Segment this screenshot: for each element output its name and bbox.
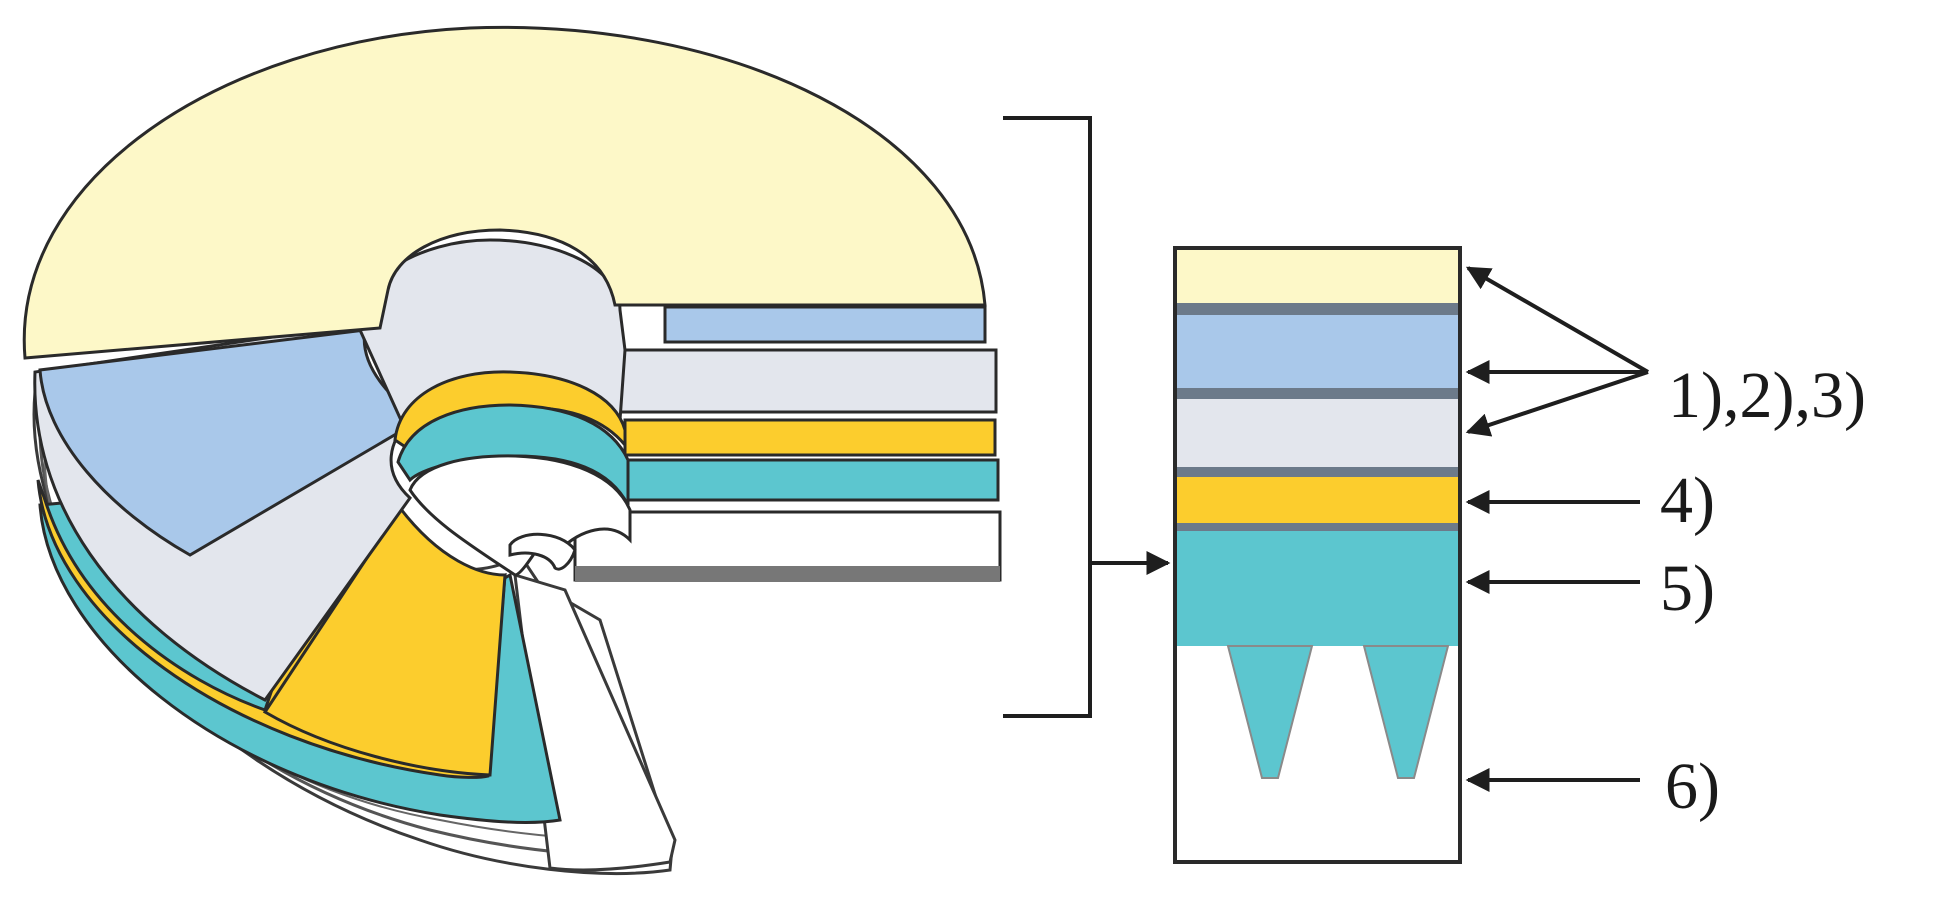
label-layer-4: 4): [1660, 464, 1715, 537]
layer-callouts: 1),2),3) 4) 5) 6): [1465, 266, 1866, 823]
section-sep-1: [1175, 303, 1460, 315]
edge-dye: [623, 418, 997, 457]
label-layer-6: 6): [1665, 750, 1720, 823]
edge-reflective: [663, 305, 987, 344]
edge-protective: [598, 348, 998, 414]
arrow-to-layer-1: [1465, 266, 1650, 374]
label-layer-5: 5): [1660, 552, 1715, 625]
disc-dye-wedge: [262, 505, 507, 777]
disc-label-layer: [22, 25, 987, 360]
disc-hub: [357, 238, 632, 577]
disc-cutaway-illustration: [22, 25, 1002, 875]
section-pits: [1226, 645, 1450, 779]
zoom-bracket: [1003, 116, 1171, 718]
section-dye-layer: [1175, 477, 1460, 523]
section-sep-3: [1175, 467, 1460, 477]
disc-layer-edges: [573, 305, 1002, 582]
section-outline: [1173, 246, 1462, 864]
section-label-layer: [1175, 248, 1460, 303]
hub-hole: [408, 454, 632, 577]
section-protective-layer: [1175, 399, 1460, 467]
section-sep-2: [1175, 388, 1460, 399]
disc-reflective-layer: [38, 328, 423, 557]
bracket-line: [1003, 116, 1092, 718]
section-substrate-layer: [1175, 531, 1460, 646]
label-layers-1-2-3: 1),2),3): [1668, 359, 1866, 432]
edge-substrate: [623, 458, 1000, 502]
hub-inner-notch: [508, 532, 577, 571]
edge-base-shadow: [575, 566, 1000, 582]
arrow-to-layer-3: [1465, 370, 1649, 437]
cross-section-stack: [1173, 246, 1462, 864]
section-sep-4: [1175, 523, 1460, 531]
section-reflective-layer: [1175, 315, 1460, 388]
